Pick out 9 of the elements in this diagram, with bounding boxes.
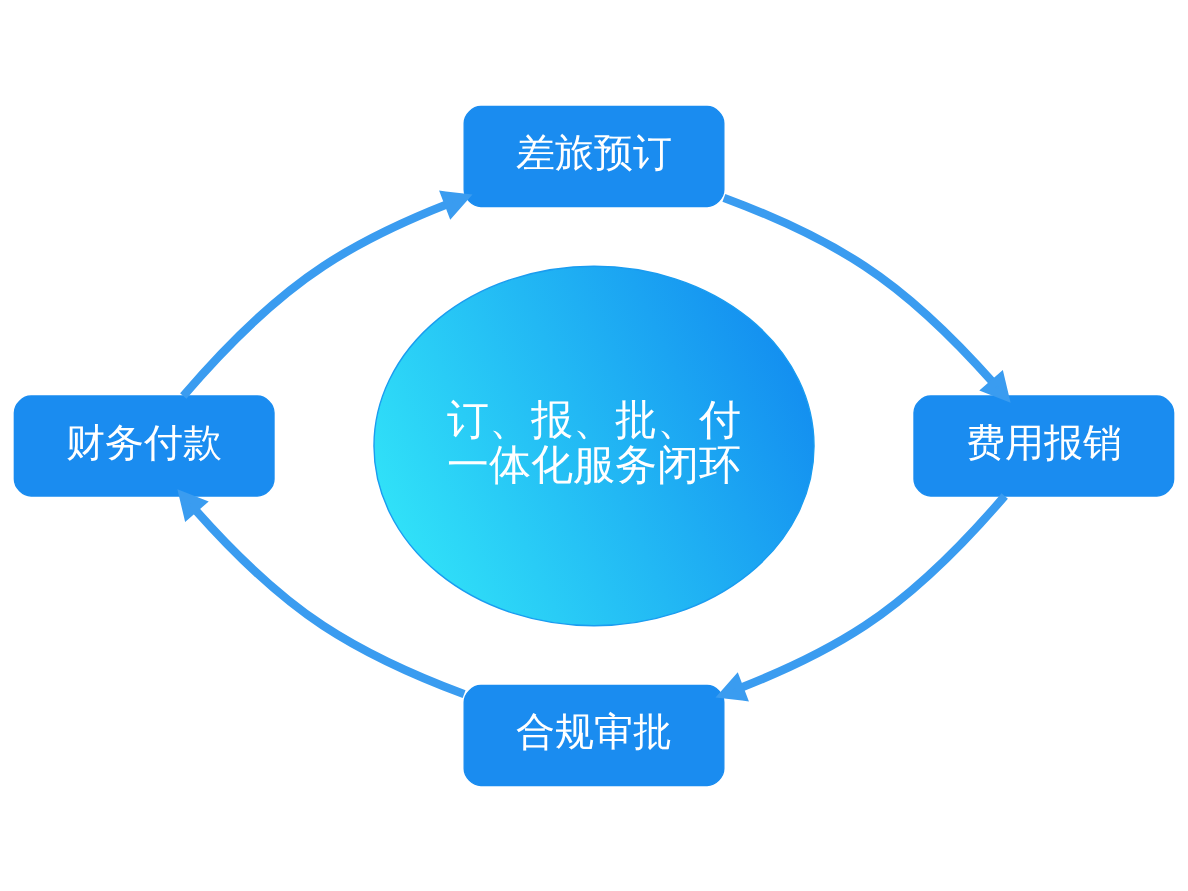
arrow	[177, 488, 466, 698]
arrow	[180, 190, 473, 399]
node-box: 财务付款	[13, 394, 275, 497]
arrow	[722, 193, 1011, 403]
node-box: 合规审批	[463, 684, 725, 786]
node-box: 费用报销	[913, 394, 1175, 497]
node-ellipse: 订、报、批、付一体化服务闭环	[373, 265, 815, 626]
node-box: 差旅预订	[463, 105, 725, 207]
arrow	[715, 492, 1008, 701]
